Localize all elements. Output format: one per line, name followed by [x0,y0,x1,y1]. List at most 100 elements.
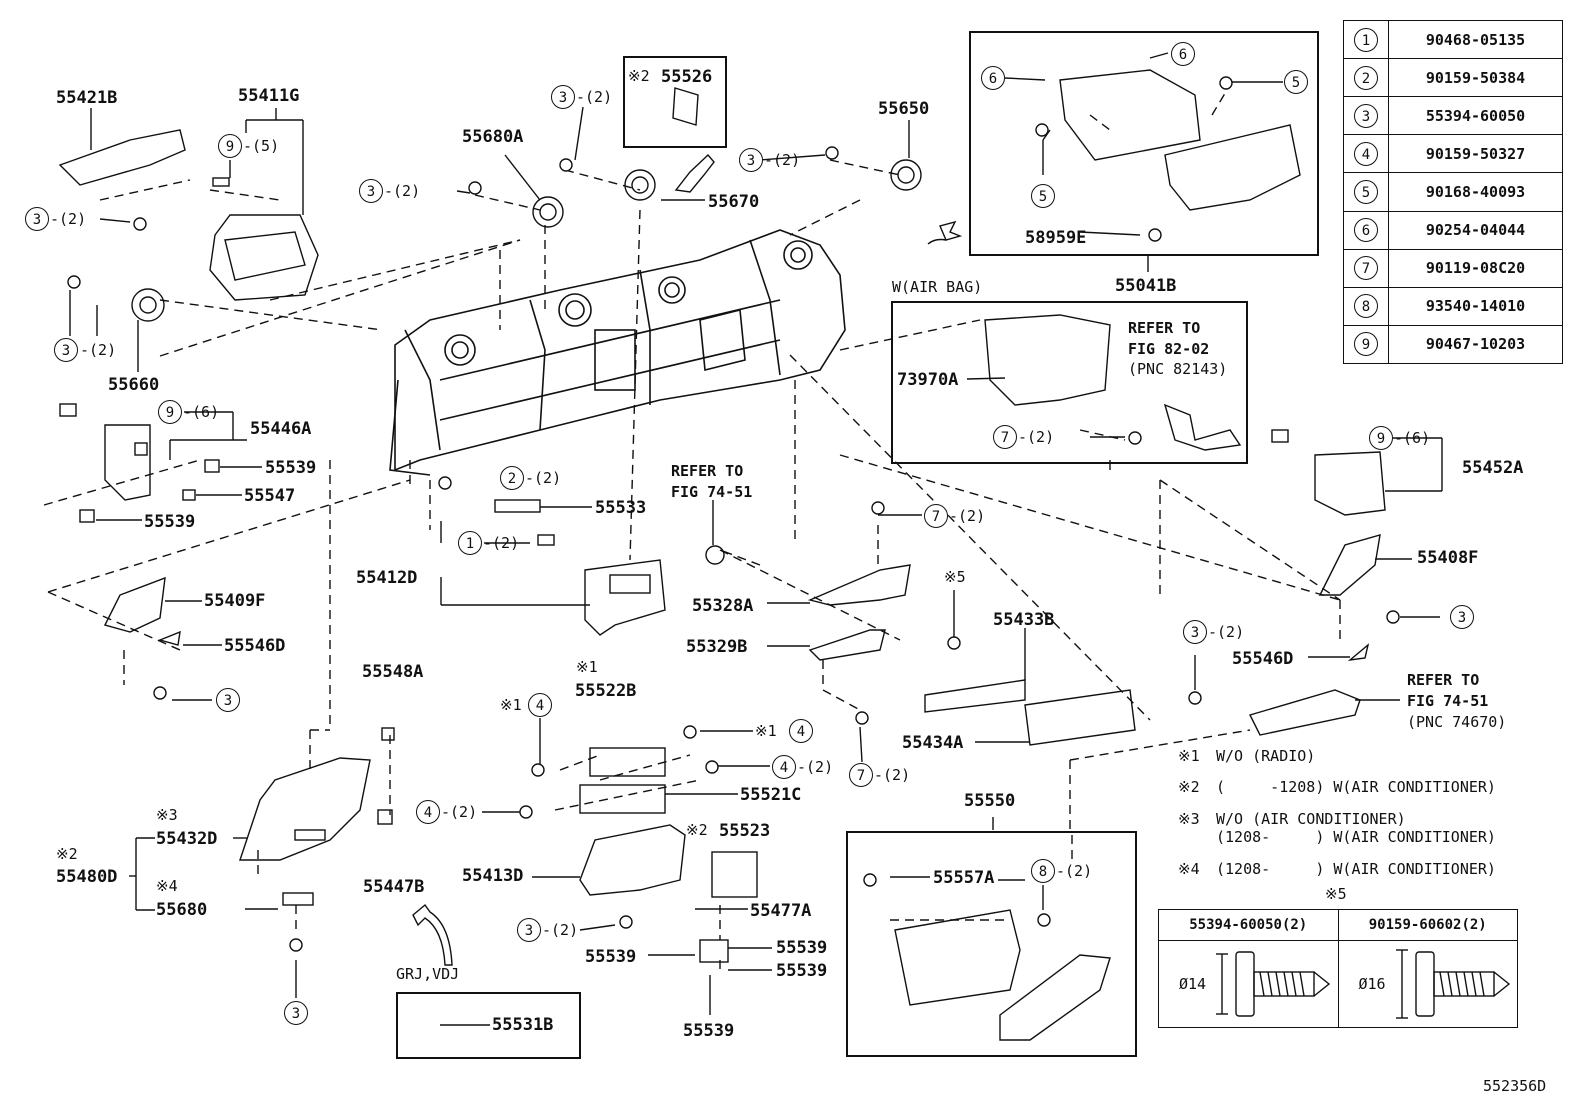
frame-glove-box-upper [969,31,1319,256]
part-label-p55660: 55660 [108,375,160,395]
parts-table-part-number: 90159-50384 [1388,58,1563,98]
part-label-p55328A: 55328A [692,596,754,616]
parts-table-row: 7 90119-08C20 [1343,248,1563,288]
part-label-p55412D: 55412D [356,568,418,588]
parts-table-part-number: 90254-04044 [1388,210,1563,250]
callout-circle-3: 3 [551,85,575,109]
leader-lines [69,52,1443,1026]
callout-circle-4: 4 [789,719,813,743]
part-label-p55452A: 55452A [1462,458,1524,478]
parts-table-part-number: 90467-10203 [1388,324,1563,365]
bolt-diameter-1: Ø14 [1179,975,1207,993]
frame-glove-box-lower [846,831,1137,1057]
part-label-p55408F: 55408F [1417,548,1479,568]
parts-table-callout: 1 [1343,19,1389,60]
part-label-p55434A: 55434A [902,733,964,753]
part-label-p55480D: 55480D [56,867,118,887]
callout-text: -(2) [483,534,520,552]
legend-text-3b: (1208- ) W(AIR CONDITIONER) [1216,828,1496,846]
legend-mark-2: ※2 [1178,778,1200,796]
callout-text: -(2) [949,507,986,525]
part-label-p55680A: 55680A [462,127,524,147]
callout-circle: 7 [1354,256,1378,281]
callout-circle-6: 6 [981,66,1005,90]
callout-text: -(2) [764,151,801,169]
frame-55531B [396,992,581,1059]
callout-text: ※2 [628,67,650,85]
callout-circle-3: 3 [216,688,240,712]
part-label-p55411G: 55411G [238,86,300,106]
callout-text: -(2) [1018,428,1055,446]
legend-text-2: ( -1208) W(AIR CONDITIONER) [1216,778,1496,796]
frame-55526 [623,56,727,148]
part-label-p55421B: 55421B [56,88,118,108]
part-label-p55550: 55550 [964,791,1016,811]
part-label-p55409F: 55409F [204,591,266,611]
parts-table-part-number: 90119-08C20 [1388,248,1563,288]
part-label-p55547: 55547 [244,486,296,506]
instrument-panel-sketch [389,229,846,476]
parts-table-part-number: 55394-60050 [1388,96,1563,136]
callout-text: -(5) [243,137,280,155]
callout-text: -(2) [874,766,911,784]
part-label-p73970A: 73970A [897,370,959,390]
callout-text: -(6) [183,403,220,421]
callout-circle-4: 4 [772,755,796,779]
legend-text-4: (1208- ) W(AIR CONDITIONER) [1216,860,1496,878]
callout-text: -(2) [1056,862,1093,880]
parts-table-row: 3 55394-60050 [1343,96,1563,136]
callout-text: -(2) [797,758,834,776]
refer-to-fig-82-02-line2: FIG 82-02 [1128,340,1210,358]
parts-table-part-number: 90168-40093 [1388,172,1563,212]
part-label-p55447B: 55447B [363,877,425,897]
legend-mark-4: ※4 [1178,860,1200,878]
parts-table-callout: 6 [1343,210,1389,250]
part-label-p55546D_l: 55546D [224,636,286,656]
callout-circle-9: 9 [1369,426,1393,450]
refer-to-fig-82-02-line3: (PNC 82143) [1128,360,1228,378]
callout-circle-7: 7 [993,425,1017,449]
callout-circle: 3 [1354,103,1378,128]
callout-text: ※4 [156,877,178,895]
part-label-p55433B: 55433B [993,610,1055,630]
refer-to-fig-74-51-a-line2: FIG 74-51 [671,483,753,501]
bolt-cell-2: Ø16 [1337,940,1518,1028]
part-label-p55539b: 55539 [144,512,196,532]
part-label-p55432D: 55432D [156,829,218,849]
callout-text: ※3 [156,806,178,824]
callout-text: ※5 [944,568,966,586]
part-label-p55521C: 55521C [740,785,802,805]
part-label-p55539e: 55539 [776,961,828,981]
callout-circle-9: 9 [158,400,182,424]
callout-circle-8: 8 [1031,859,1055,883]
callout-circle-3: 3 [739,148,763,172]
bolt-header-2: 90159-60602(2) [1337,909,1518,941]
part-label-p55557A: 55557A [933,868,995,888]
callout-circle-3: 3 [359,179,383,203]
callout-text: ※2 [56,845,78,863]
callout-text: ※1 [500,696,522,714]
part-label-p55548A: 55548A [362,662,424,682]
legend-text-1: W/O (RADIO) [1216,747,1316,765]
part-label-p55650: 55650 [878,99,930,119]
callout-circle-3: 3 [284,1001,308,1025]
callout-circle-7: 7 [924,504,948,528]
parts-table-part-number: 93540-14010 [1388,286,1563,326]
legend-text-3: W/O (AIR CONDITIONER) [1216,810,1406,828]
diagram-id: 552356D [1483,1077,1547,1095]
part-label-p55523: 55523 [719,821,771,841]
part-label-p55522B: 55522B [575,681,637,701]
callout-circle-1: 1 [458,531,482,555]
callout-text: -(2) [80,341,117,359]
callout-circle-4: 4 [416,800,440,824]
callout-text: ※1 [755,722,777,740]
part-label-p55670: 55670 [708,192,760,212]
parts-table-part-number: 90159-50327 [1388,134,1563,174]
